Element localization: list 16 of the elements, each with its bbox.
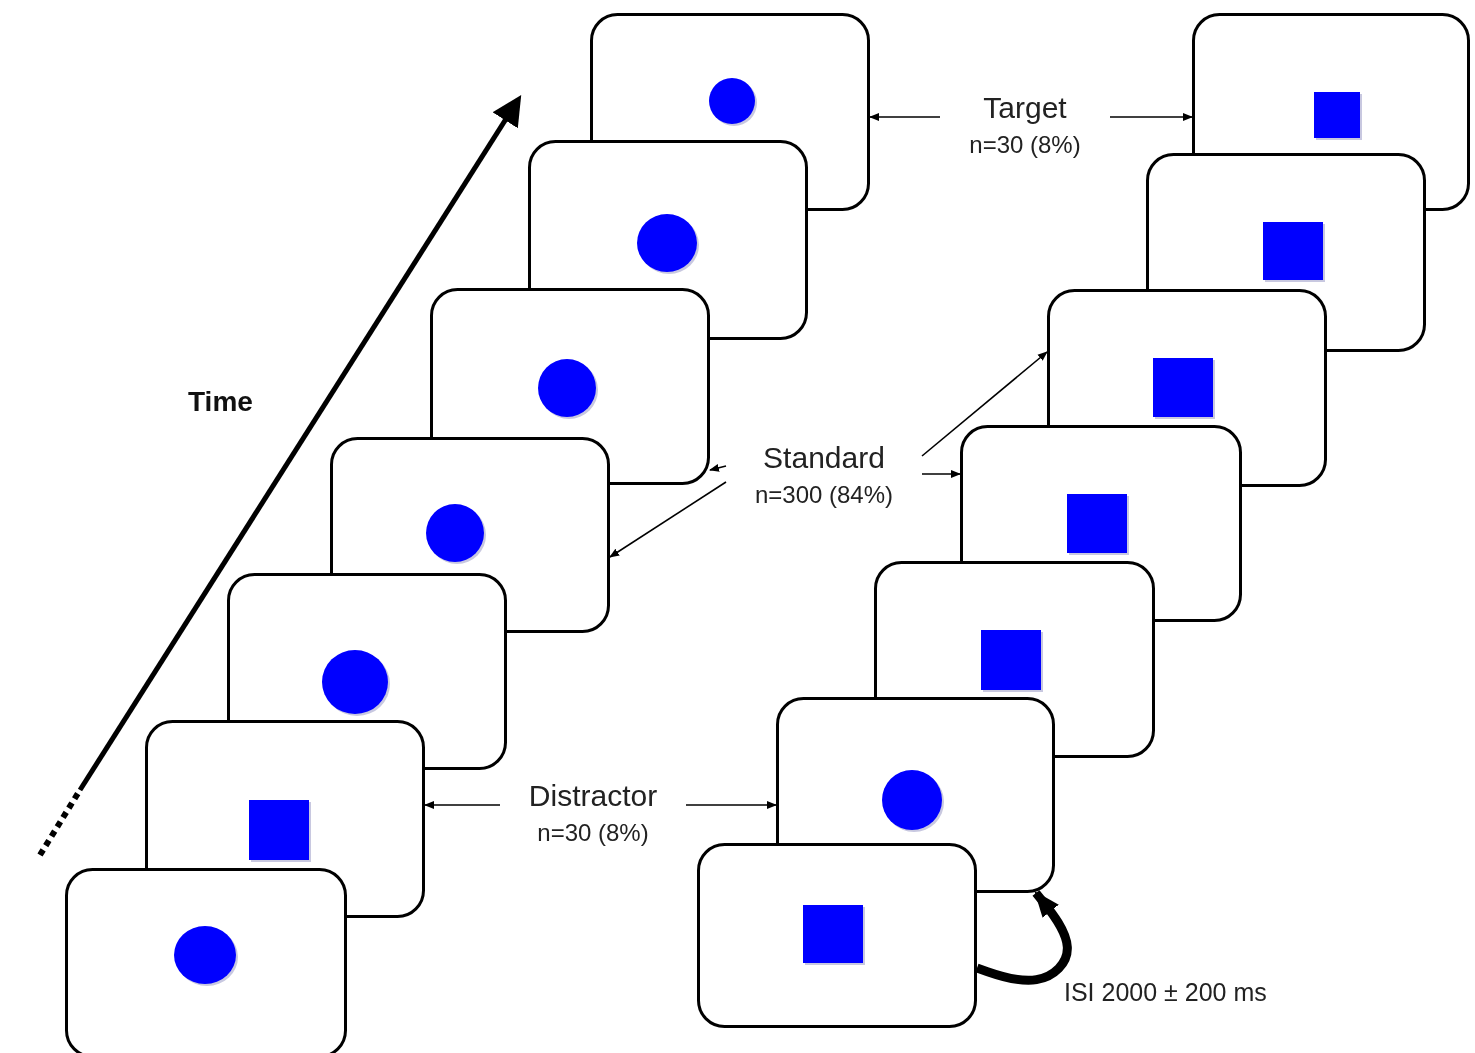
count-label: n=30 (8%): [536, 817, 650, 848]
arrow: [709, 463, 727, 472]
stimulus-type-label: Standard: [762, 440, 886, 476]
stimulus-type-label: Target: [982, 90, 1068, 126]
arrow: [424, 801, 501, 809]
curved-arrow: [975, 890, 1072, 985]
stimulus-type-label: Distractor: [527, 778, 659, 814]
arrow: [921, 351, 1048, 457]
time-label: Time: [188, 386, 253, 418]
arrow: [609, 481, 727, 558]
arrow: [1109, 113, 1193, 121]
count-label: n=30 (8%): [968, 129, 1082, 160]
arrow: [685, 801, 777, 809]
count-label: n=300 (84%): [753, 479, 895, 510]
arrow: [921, 470, 961, 478]
arrow: [869, 113, 941, 121]
